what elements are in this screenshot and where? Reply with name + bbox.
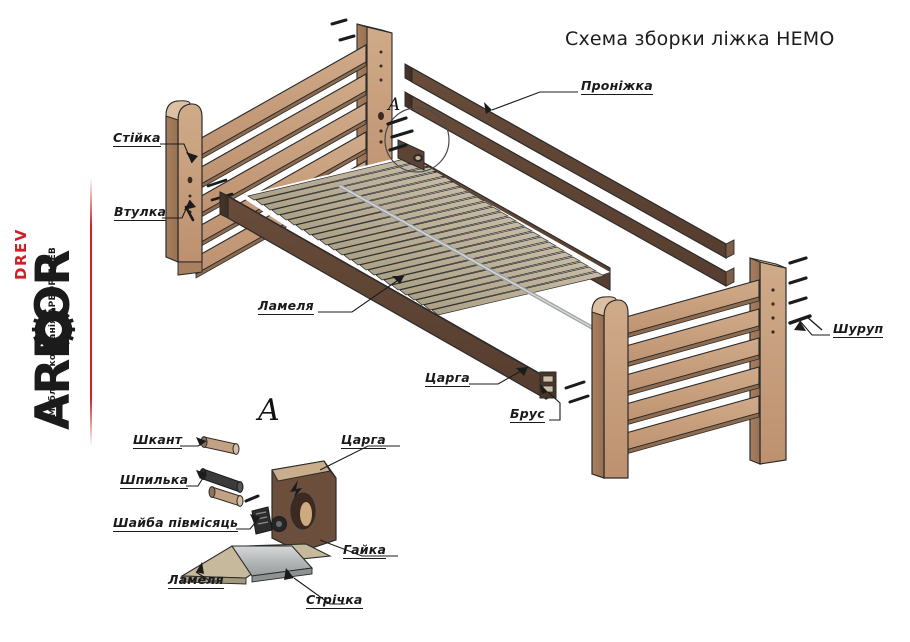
label-haika: Гайка: [343, 542, 387, 559]
detail-screw-mark: [244, 494, 260, 503]
rail-screw-marks-right: [564, 380, 590, 404]
label-stiyka: Стійка: [113, 130, 161, 147]
label-brus: Брус: [510, 406, 545, 423]
bed-base-assembly: [219, 139, 611, 404]
stretcher-rail-2: [404, 91, 735, 287]
detail-marker-a-callout: A: [388, 95, 401, 115]
label-lamelya-detail: Ламеля: [168, 572, 224, 589]
detail-marker-a-main: A: [258, 393, 280, 428]
rail-joint-left: [397, 139, 425, 171]
stud-part: [199, 468, 244, 493]
saw-blade-gear-icon: [31, 307, 76, 352]
logo-wordmark-rotated: ARBOR DREV: [12, 178, 98, 430]
logo-subword: DREV: [12, 228, 30, 280]
footboard-assembly: [591, 256, 823, 479]
detail-a-assembly: [180, 436, 337, 585]
footboard-slats: [607, 279, 760, 460]
logo-tagline: Меблева компанія АРБОР ДРЕВ: [48, 247, 58, 417]
label-shkant: Шкант: [133, 432, 183, 449]
label-tsarha-detail: Царга: [341, 432, 386, 449]
label-strichka: Стрічка: [306, 592, 363, 609]
nut-part: [271, 516, 287, 532]
headboard-post-near: [165, 100, 203, 276]
side-rail-near: [219, 191, 557, 401]
label-tsarha: Царга: [425, 370, 470, 387]
slat-field: [240, 156, 610, 334]
footboard-screw-marks: [788, 256, 823, 331]
label-shurup: Шуруп: [833, 321, 884, 338]
label-pronizhka: Проніжка: [581, 78, 653, 95]
brand-logo: ARBOR DREV: [12, 178, 100, 446]
crescent-washer-part: [251, 506, 273, 535]
logo-divider-line: [90, 178, 92, 446]
dowel-part: [200, 436, 240, 455]
detail-strap-part: [230, 545, 314, 583]
headboard-screw-marks: [330, 18, 356, 42]
detail-callout-circle: [384, 107, 450, 173]
label-shpylka: Шпилька: [120, 472, 189, 489]
footboard-post-near: [591, 296, 629, 479]
label-vtulka: Втулка: [114, 204, 167, 221]
label-shayba-pivmisyats: Шайба півмісяць: [113, 515, 239, 532]
leader-arrowheads: [184, 102, 806, 580]
logo-tagline-rotated: Меблева компанія АРБОР ДРЕВ: [48, 207, 66, 417]
dowel-part-2: [208, 486, 244, 507]
page-title: Схема зборки ліжка НЕМО: [565, 28, 835, 50]
label-lamelya: Ламеля: [258, 298, 314, 315]
detail-rail-block: [271, 460, 337, 553]
